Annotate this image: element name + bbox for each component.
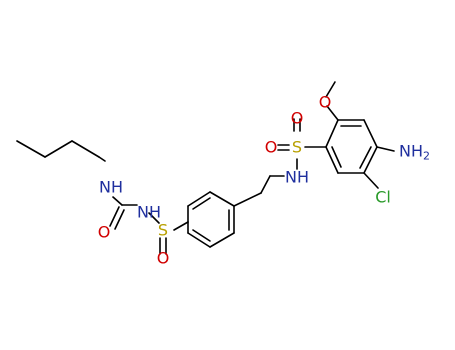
atom-o-methoxy: O: [319, 93, 332, 112]
atom-nh2: NH: [399, 142, 423, 161]
bond-nh-s: [148, 212, 160, 224]
bonds: [16, 81, 395, 255]
bond-ring1-inner-3: [192, 229, 211, 242]
bond-ring1-b: [187, 191, 211, 207]
bond-ring1-inner-1: [192, 197, 211, 210]
bond-ring2-f: [325, 146, 339, 174]
bond-butyl-4: [98, 156, 106, 162]
atom-s-right: S: [292, 138, 302, 157]
bond-ethyl-2: [260, 175, 271, 194]
atom-s-left: S: [158, 221, 168, 240]
bond-ring2-nh2: [376, 146, 395, 152]
atom-o-carbonyl: O: [98, 223, 111, 242]
bond-ring2-cl: [363, 172, 379, 189]
bond-butyl-2: [44, 140, 73, 158]
atom-nh2-subscript: 2: [423, 150, 430, 163]
bond-ring2-d: [363, 146, 378, 174]
bond-ethyl-1: [233, 192, 262, 207]
bond-ring2-a: [325, 119, 339, 148]
bond-ring2-c: [363, 119, 378, 148]
bond-ring1-e: [209, 232, 235, 248]
bond-butyl-1: [16, 140, 46, 158]
bond-butyl-3: [71, 140, 100, 158]
atom-o-s-right-top: O: [291, 109, 304, 128]
bond-s-ring: [173, 221, 189, 231]
atom-nh-urea-right: NH: [137, 203, 161, 222]
bond-nh-c: [112, 196, 123, 206]
bond-ring1-c: [209, 191, 235, 207]
bond-c-o-2: [114, 209, 125, 230]
bond-ring2-inner-2: [359, 146, 372, 169]
bond-c-o-1: [109, 206, 120, 227]
bond-ring2-ome: [326, 105, 339, 121]
atom-cl: Cl: [375, 188, 391, 207]
atom-nh-urea-left: NH: [99, 178, 123, 197]
atom-o-s-left-bottom: O: [157, 249, 170, 268]
atom-labels: NH O NH S O NH S O O O NH 2 Cl: [98, 93, 430, 268]
bond-o-me: [325, 81, 336, 98]
atom-nh-sulfonamide: NH: [285, 168, 309, 187]
bond-ring1-f: [187, 232, 211, 248]
bond-ring2-inner-3: [331, 146, 342, 168]
atom-o-s-right: O: [265, 138, 278, 157]
